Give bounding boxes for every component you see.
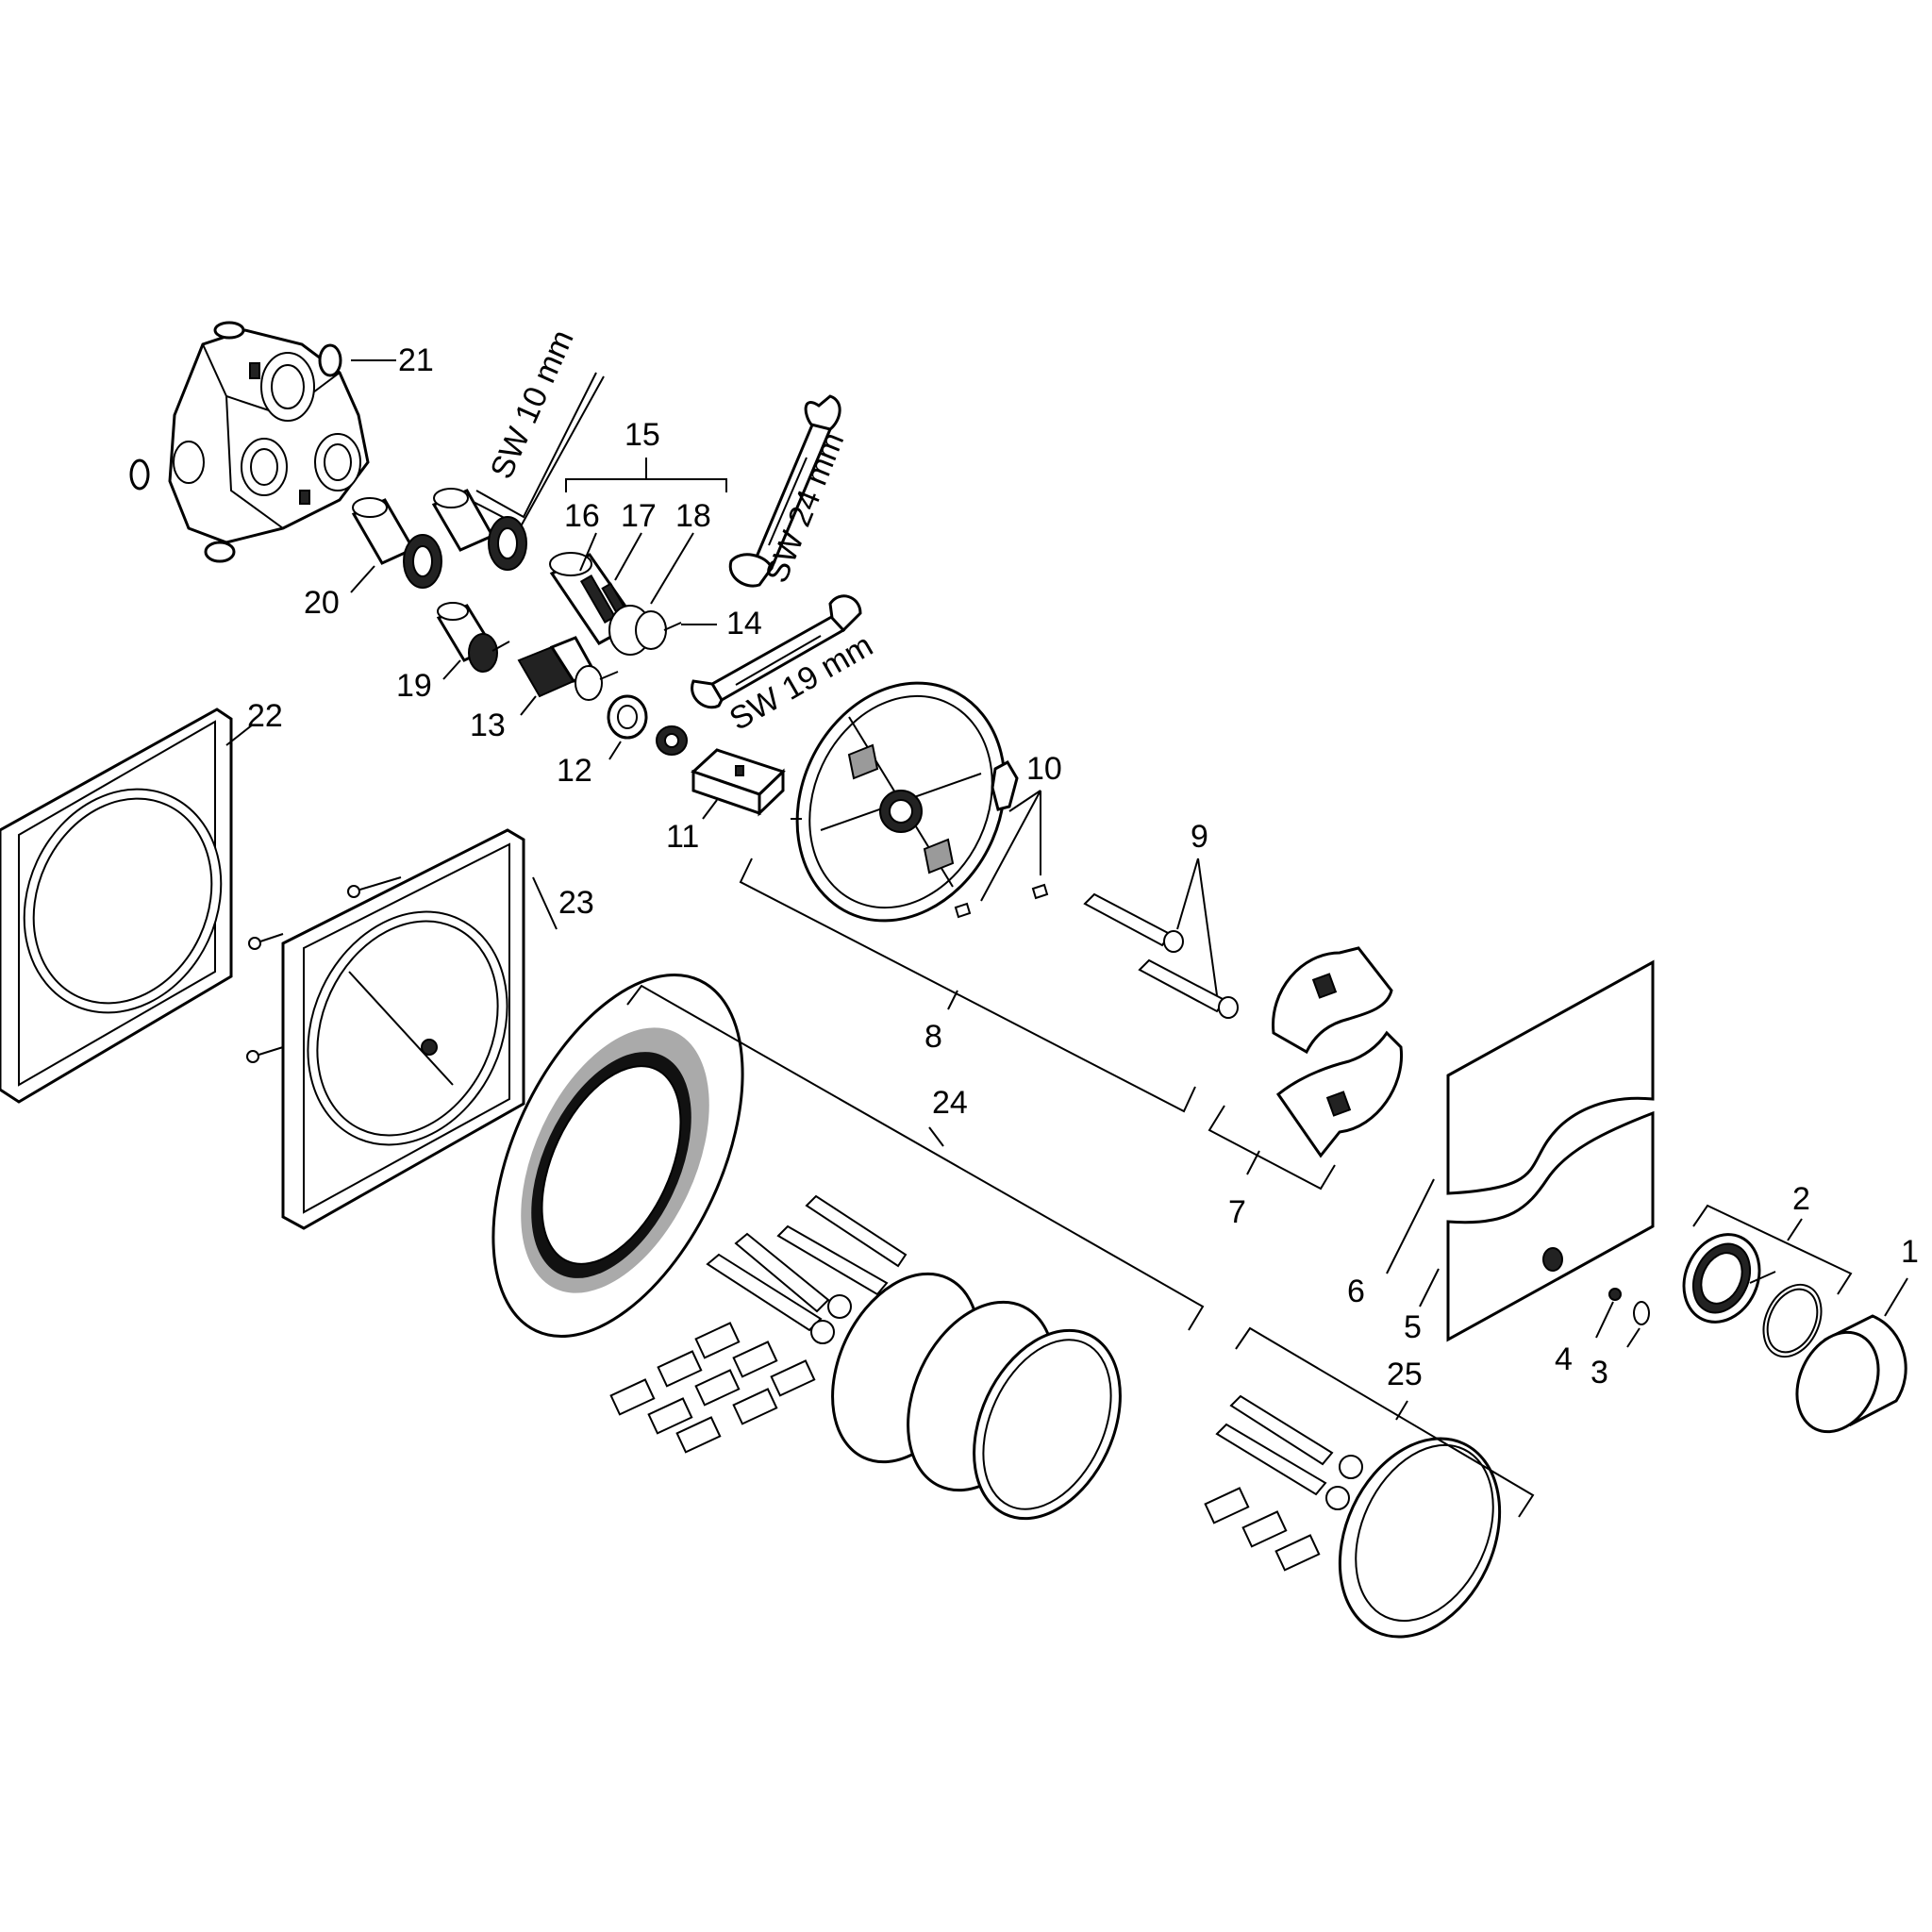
part-21-o-rings (129, 321, 342, 563)
wrench-19mm-tool (691, 594, 862, 709)
part-20-check-valve (351, 497, 442, 589)
part-23-mounting-frame (281, 828, 525, 1230)
part-1-handle-knob (1795, 1314, 1907, 1434)
part-3-o-ring (1633, 1301, 1650, 1325)
part-13-cartridge (517, 636, 619, 701)
callout-5: 5 (1404, 1309, 1422, 1345)
part-20-stop-valve (431, 488, 527, 571)
callout-21: 21 (398, 342, 434, 378)
part-4-ball (1608, 1288, 1622, 1301)
callout-3: 3 (1591, 1355, 1608, 1391)
callout-8: 8 (924, 1019, 942, 1055)
part-10-clip (991, 759, 1019, 811)
part-2-handle-insert (1682, 1233, 1776, 1324)
callout-11: 11 (666, 819, 699, 855)
part-15-thermostat-cartridge (549, 552, 682, 656)
callout-25: 25 (1387, 1357, 1423, 1392)
callout-6: 6 (1347, 1274, 1365, 1309)
callout-20: 20 (304, 585, 340, 621)
part-6-upper-plate (1446, 959, 1655, 1195)
part-24-rosette-disc (491, 973, 744, 1339)
part-24-extension-sleeves (831, 1272, 1122, 1521)
hex-key-size-label: SW 10 mm (484, 325, 581, 484)
part-25-sleeve (1338, 1437, 1502, 1639)
callout-9: 9 (1191, 819, 1208, 855)
part-12-nut (607, 694, 648, 740)
callout-13: 13 (470, 708, 506, 743)
callout-22: 22 (247, 698, 283, 734)
part-9-long-screws (1083, 892, 1239, 1019)
part-25-screws (1215, 1394, 1363, 1510)
callout-23: 23 (558, 885, 594, 921)
part-7-retaining-halves (1272, 946, 1404, 1158)
part-5-lower-plate (1446, 1110, 1655, 1342)
callout-24: 24 (932, 1085, 968, 1121)
part-23-studs (246, 876, 402, 1063)
callout-4: 4 (1555, 1341, 1573, 1377)
part-25-clips (1204, 1487, 1321, 1572)
part-22-square-frame (0, 708, 233, 1104)
part-10-screws (954, 883, 1049, 919)
callout-12: 12 (557, 753, 592, 789)
part-24-screws-and-anchors (706, 1194, 908, 1344)
callout-15: 15 (625, 417, 660, 453)
part-12-sleeve (656, 725, 688, 756)
wrench-24mm-tool (728, 394, 841, 588)
part-11-bracket (691, 748, 786, 817)
callout-17: 17 (621, 498, 657, 534)
callout-18: 18 (675, 498, 711, 534)
part-2-circlip (1762, 1283, 1823, 1358)
callout-14: 14 (726, 606, 762, 641)
callout-2: 2 (1792, 1181, 1810, 1217)
part-19-flow-cartridge (436, 602, 510, 673)
callout-1: 1 (1901, 1234, 1919, 1270)
callout-19: 19 (396, 668, 432, 704)
part-8-mounting-plate (791, 681, 1007, 923)
callout-10: 10 (1026, 751, 1062, 787)
callout-7: 7 (1228, 1194, 1246, 1230)
part-21-valve-body (168, 328, 370, 544)
part-24-clips (609, 1322, 816, 1454)
callout-16: 16 (564, 498, 600, 534)
